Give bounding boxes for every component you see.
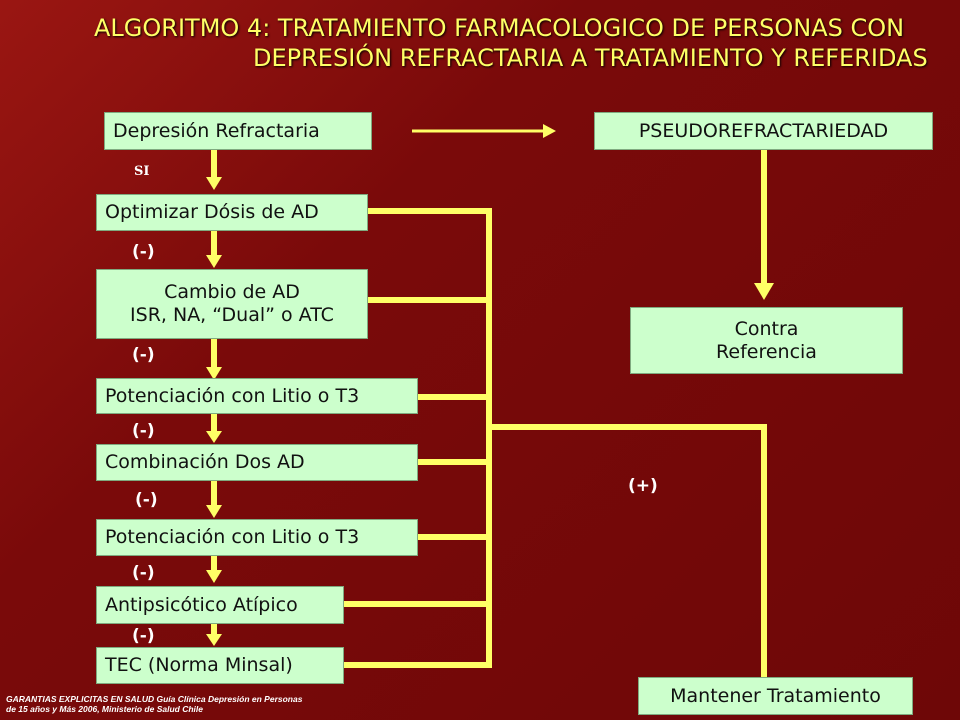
edge-label-neg-2: (-) <box>132 345 155 365</box>
node-combinacion: Combinación Dos AD <box>96 444 418 481</box>
node-tec-label: TEC (Norma Minsal) <box>105 654 293 676</box>
node-contra-line1: Contra <box>734 317 799 340</box>
arrowhead-pot2 <box>206 505 222 518</box>
edge-label-neg-6: (-) <box>132 626 155 646</box>
arrowhead-cambio <box>206 255 222 268</box>
node-potenciacion-2: Potenciación con Litio o T3 <box>96 519 418 556</box>
node-tec: TEC (Norma Minsal) <box>96 647 344 684</box>
edge-label-neg-3: (-) <box>132 421 155 441</box>
node-contra-referencia: Contra Referencia <box>630 307 903 374</box>
arrowhead-pseudo <box>543 124 556 138</box>
node-antipsicotico-label: Antipsicótico Atípico <box>105 593 298 616</box>
node-depresion-refractaria: Depresión Refractaria <box>104 112 372 150</box>
node-depresion-refractaria-label: Depresión Refractaria <box>113 119 320 142</box>
edge-label-neg-5: (-) <box>132 563 155 583</box>
node-contra-line2: Referencia <box>716 340 817 363</box>
node-mantener: Mantener Tratamiento <box>638 677 913 715</box>
arrowhead-tec <box>206 634 222 646</box>
node-pseudorefractariedad-label: PSEUDOREFRACTARIEDAD <box>638 119 889 142</box>
arrowhead-contra <box>754 283 774 300</box>
node-cambio: Cambio de AD ISR, NA, “Dual” o ATC <box>96 269 368 339</box>
node-potenciacion-1: Potenciación con Litio o T3 <box>96 378 418 414</box>
node-antipsicotico: Antipsicótico Atípico <box>96 586 344 624</box>
node-pseudorefractariedad: PSEUDOREFRACTARIEDAD <box>594 112 933 150</box>
node-potenciacion-1-label: Potenciación con Litio o T3 <box>105 384 360 407</box>
footer-line-2: de 15 años y Más 2006, Ministerio de Sal… <box>6 704 203 714</box>
edge-label-neg-1: (-) <box>132 242 155 262</box>
edge-label-si: SI <box>134 164 150 179</box>
arrowhead-anti <box>206 570 222 583</box>
arrowhead-comb <box>206 431 222 443</box>
edge-label-neg-4: (-) <box>135 490 158 510</box>
arrowhead-opt <box>206 177 222 190</box>
node-cambio-line2: ISR, NA, “Dual” o ATC <box>130 304 334 326</box>
footer-line-1: GARANTIAS EXPLICITAS EN SALUD Guía Clíni… <box>6 694 303 704</box>
title-line-1: ALGORITMO 4: TRATAMIENTO FARMACOLOGICO D… <box>94 14 905 42</box>
edge-label-pos: (+) <box>628 476 658 496</box>
node-combinacion-label: Combinación Dos AD <box>105 451 305 473</box>
node-optimizar: Optimizar Dósis de AD <box>96 194 368 231</box>
title-line-2: DEPRESIÓN REFRACTARIA A TRATAMIENTO Y RE… <box>253 44 928 72</box>
footer-citation: GARANTIAS EXPLICITAS EN SALUD Guía Clíni… <box>6 694 302 714</box>
node-potenciacion-2-label: Potenciación con Litio o T3 <box>105 526 360 548</box>
arrowhead-pot1 <box>206 367 222 380</box>
node-mantener-label: Mantener Tratamiento <box>670 684 881 707</box>
node-optimizar-label: Optimizar Dósis de AD <box>105 201 319 223</box>
node-cambio-line1: Cambio de AD <box>164 281 300 303</box>
